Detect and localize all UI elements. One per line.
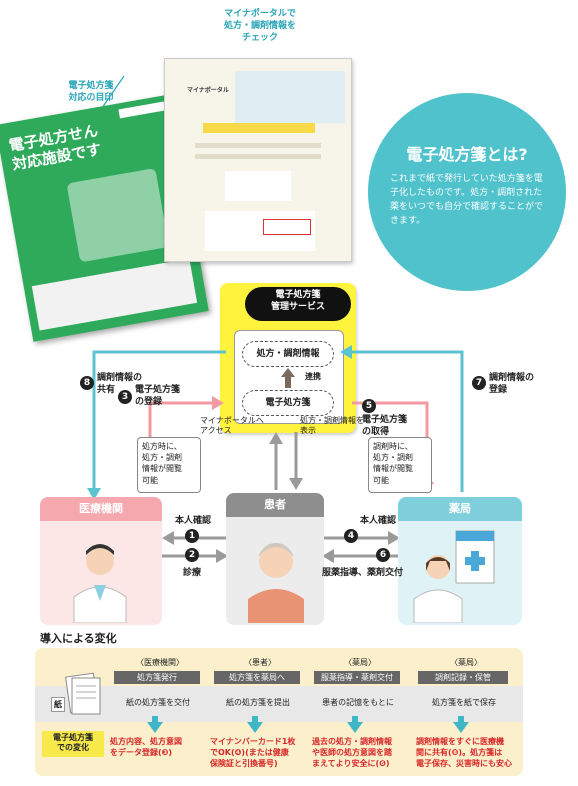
e-prescription-node: 電子処方箋	[242, 390, 334, 416]
link-label: 連携	[305, 372, 321, 381]
pharmacy-building-icon	[455, 530, 495, 584]
mynaportal-screenshot: マイナポータル	[164, 58, 352, 262]
col-4-paper: 処方箋を紙で保存	[432, 698, 496, 707]
portal-display-label: 処方・調剤情報を 表示	[300, 416, 364, 436]
col-2-erx: マイナンバーカード1枚 でOK(❹)(または健康 保険証と引換番号)	[210, 737, 296, 768]
dispensing-info-node: 処方・調剤情報	[242, 341, 334, 367]
paper-label: 紙	[51, 697, 65, 712]
step-1-badge: 1	[185, 529, 199, 543]
step-6-badge: 6	[376, 548, 390, 562]
definition-text: これまで紙で発行していた処方箋を電子化したものです。処方・調剤された薬をいつでも…	[390, 174, 544, 226]
definition-title: 電子処方箋とは?	[406, 145, 528, 164]
erx-change-label: 電子処方箋 での変化	[42, 731, 104, 757]
portal-focus-box	[263, 219, 311, 235]
col-2-down-arrow-icon	[247, 722, 263, 733]
portal-highlight-bar	[203, 123, 315, 133]
changes-title: 導入による変化	[40, 632, 117, 645]
management-service-title: 電子処方箋 管理サービス	[245, 287, 351, 321]
col-3-arrow-stem	[352, 716, 358, 722]
col-4-erx: 調剤情報をすぐに医療機 関に共有(❽)。処方箋は 電子保存、災害時にも安心	[416, 737, 512, 768]
clinic-note: 処方時に、 処方・調剤 情報が閲覧 可能	[137, 437, 201, 493]
col-2-paper: 紙の処方箋を提出	[226, 698, 290, 707]
col-2-step: 処方箋を薬局へ	[214, 671, 300, 684]
definition-circle: 電子処方箋とは? これまで紙で発行していた処方箋を電子化したものです。処方・調剤…	[368, 93, 566, 291]
step-5-badge: 5	[362, 399, 376, 413]
col-3-step: 服薬指導・薬剤交付	[314, 671, 400, 684]
step-5-label: 電子処方箋 の取得	[362, 415, 408, 438]
col-4-step: 調剤記録・保管	[418, 671, 508, 684]
portal-row	[195, 154, 321, 159]
step-1-label: 本人確認	[175, 516, 212, 526]
patient-card: 患者	[226, 493, 324, 625]
poster-label: 電子処方箋 対応の目印	[68, 81, 114, 104]
col-1-paper: 紙の処方箋を交付	[126, 698, 190, 707]
col-1-category: 〈医療機関〉	[136, 658, 184, 667]
step-2-badge: 2	[185, 548, 199, 562]
step-3-label: 電子処方箋 の登録	[135, 385, 181, 408]
col-4-category: 〈薬局〉	[450, 658, 482, 667]
step-6-label: 服薬指導、薬剤交付	[322, 568, 404, 578]
col-1-step: 処方箋発行	[114, 671, 200, 684]
portal-label: マイナポータルで 処方・調剤情報を チェック	[223, 9, 296, 44]
col-2-arrow-stem	[252, 716, 258, 722]
portal-row	[195, 143, 321, 148]
col-3-erx: 過去の処方・調剤情報 や医師の処方意図を踏 まえてより安全に(❻)	[312, 737, 392, 768]
portal-services	[205, 211, 315, 251]
step-7-badge: 7	[472, 376, 486, 390]
col-1-arrow-stem	[152, 716, 158, 722]
clinic-title: 医療機関	[40, 497, 162, 521]
col-2-category: 〈患者〉	[244, 658, 276, 667]
clinic-card: 医療機関	[40, 497, 162, 625]
col-3-down-arrow-icon	[347, 722, 363, 733]
col-4-arrow-stem	[458, 716, 464, 722]
step-8-label: 調剤情報の 共有	[97, 373, 143, 396]
step-3-badge: 3	[118, 390, 132, 404]
patient-icon	[248, 543, 304, 623]
portal-icons	[225, 171, 291, 201]
col-1-down-arrow-icon	[147, 722, 163, 733]
pharmacy-title: 薬局	[398, 497, 522, 521]
step-4-badge: 4	[344, 529, 358, 543]
step-4-label: 本人確認	[360, 516, 397, 526]
pharmacist-icon	[413, 555, 463, 623]
step-8-badge: 8	[80, 376, 94, 390]
col-1-erx: 処方内容、処方意図 をデータ登録(❸)	[110, 737, 182, 757]
link-arrow-icon	[281, 368, 295, 388]
pharmacy-note: 調剤時に、 処方・調剤 情報が閲覧 可能	[368, 437, 432, 493]
paper-prescription-icon	[65, 672, 101, 715]
col-3-category: 〈薬局〉	[344, 658, 376, 667]
step-2-label: 診療	[183, 568, 202, 578]
col-3-paper: 患者の記憶をもとに	[322, 698, 394, 707]
patient-title: 患者	[226, 493, 324, 517]
paper-band	[35, 686, 523, 722]
portal-hero-image	[235, 71, 345, 123]
step-7-label: 調剤情報の 登録	[489, 373, 535, 396]
portal-access-label: マイナポータルへ アクセス	[200, 416, 264, 436]
col-4-down-arrow-icon	[453, 722, 469, 733]
portal-logo: マイナポータル	[187, 87, 229, 94]
doctor-icon	[73, 544, 127, 623]
pharmacy-card: 薬局	[398, 497, 522, 625]
